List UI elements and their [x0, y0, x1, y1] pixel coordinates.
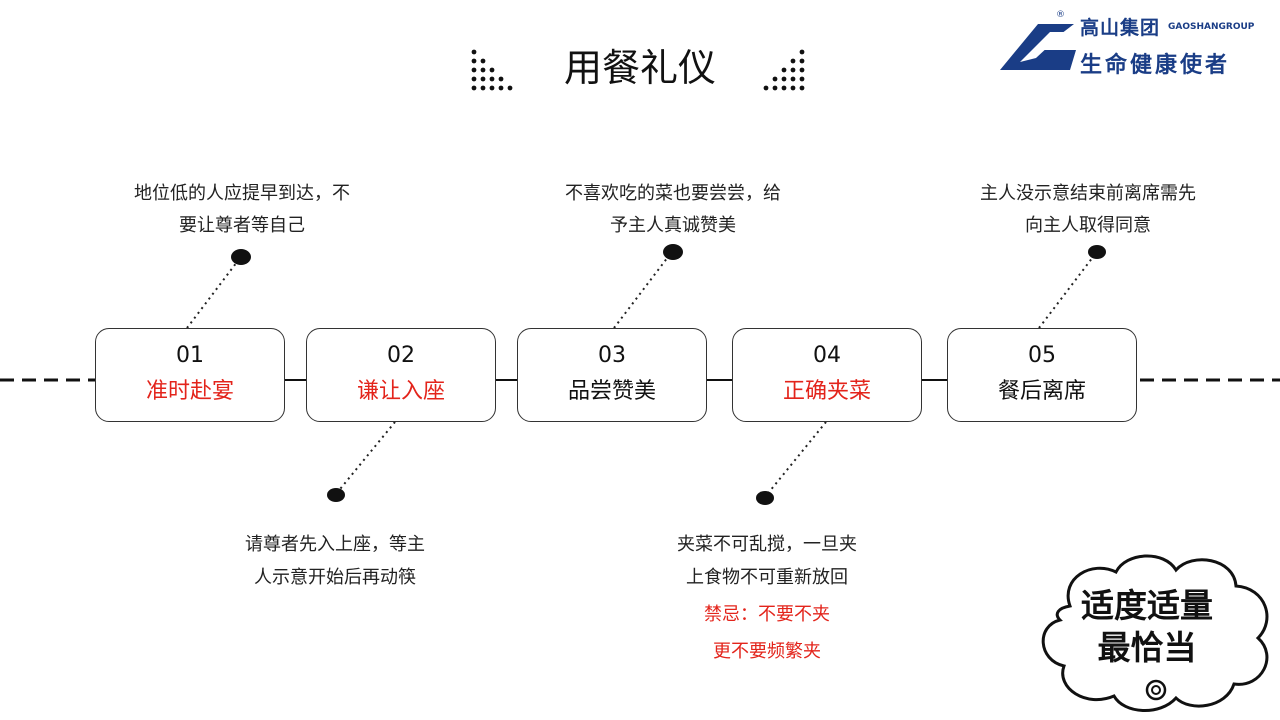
- logo-mark-icon: [1000, 24, 1076, 70]
- step-box-1: 01 准时赴宴: [95, 328, 285, 422]
- note-step-3: 不喜欢吃的菜也要尝尝，给 予主人真诚赞美: [543, 178, 803, 242]
- cloud-callout-shape: [1041, 554, 1269, 712]
- title-dot: [471, 49, 477, 55]
- leader-line-3: [613, 252, 672, 329]
- step-number: 04: [813, 343, 841, 368]
- title-dot: [471, 58, 477, 64]
- title-dot: [480, 58, 486, 64]
- leader-dot-2: [327, 488, 345, 502]
- step-box-2: 02 谦让入座: [306, 328, 496, 422]
- title-dot: [507, 85, 513, 91]
- title-dots-left: [471, 49, 513, 91]
- title-dot: [480, 76, 486, 82]
- title-dot: [471, 85, 477, 91]
- company-logo: ® 高山集团 GAOSHANGROUP 生命健康使者: [988, 10, 1268, 78]
- title-dot: [790, 58, 796, 64]
- leader-line-5: [1038, 252, 1097, 329]
- title-dot: [799, 76, 805, 82]
- note-line: 地位低的人应提早到达，不: [134, 183, 350, 204]
- note-line: 人示意开始后再动筷: [254, 567, 416, 588]
- leader-dot-4: [756, 491, 774, 505]
- title-dot: [799, 58, 805, 64]
- callout-line: 适度适量: [1081, 586, 1213, 625]
- title-dot: [772, 76, 778, 82]
- title-dot: [489, 85, 495, 91]
- logo-name-en: GAOSHANGROUP: [1168, 22, 1255, 32]
- title-dot: [790, 67, 796, 73]
- logo-name-cn: 高山集团: [1080, 17, 1161, 39]
- title-dot: [480, 85, 486, 91]
- warning-line: 更不要频繁夹: [713, 641, 821, 662]
- note-line: 主人没示意结束前离席需先: [980, 183, 1196, 204]
- title-dot: [781, 67, 787, 73]
- title-dot: [781, 76, 787, 82]
- title-dot: [799, 49, 805, 55]
- title-dot: [498, 85, 504, 91]
- step-name: 餐后离席: [997, 379, 1086, 404]
- step-number: 01: [176, 343, 204, 368]
- step-number: 03: [598, 343, 626, 368]
- cloud-callout-text: 适度适量 最恰当: [1062, 585, 1232, 669]
- title-dot: [498, 76, 504, 82]
- step-box-3: 03 品尝赞美: [517, 328, 707, 422]
- note-line: 予主人真诚赞美: [610, 215, 736, 236]
- title-dot: [489, 76, 495, 82]
- note-line: 请尊者先入上座，等主: [245, 534, 425, 555]
- title-dot: [471, 76, 477, 82]
- note-line: 不喜欢吃的菜也要尝尝，给: [565, 183, 781, 204]
- step-name: 品尝赞美: [567, 379, 656, 404]
- title-dot: [489, 67, 495, 73]
- title-dot: [790, 76, 796, 82]
- callout-line: 最恰当: [1097, 628, 1197, 667]
- leader-dot-5: [1088, 245, 1106, 259]
- leader-dot-1: [231, 249, 251, 265]
- title-dot: [799, 67, 805, 73]
- title-dot: [480, 67, 486, 73]
- step-name: 准时赴宴: [145, 379, 234, 404]
- title-dot: [781, 85, 787, 91]
- note-line: 上食物不可重新放回: [686, 567, 848, 588]
- title-dot: [471, 67, 477, 73]
- logo-slogan: 生命健康使者: [1080, 53, 1231, 78]
- leader-dot-3: [663, 244, 683, 260]
- note-step-5: 主人没示意结束前离席需先 向主人取得同意: [958, 178, 1218, 242]
- step-name: 谦让入座: [356, 379, 445, 404]
- title-dots-right: [763, 49, 805, 91]
- warning-line: 禁忌：不要不夹: [704, 604, 830, 625]
- leader-line-4: [764, 421, 827, 498]
- step-number: 05: [1028, 343, 1056, 368]
- title-dot: [799, 85, 805, 91]
- step-number: 02: [387, 343, 415, 368]
- title-dot: [763, 85, 769, 91]
- step-box-5: 05 餐后离席: [947, 328, 1137, 422]
- step-name: 正确夹菜: [782, 379, 871, 404]
- note-step-1: 地位低的人应提早到达，不 要让尊者等自己: [112, 178, 372, 242]
- page-title: 用餐礼仪: [563, 46, 716, 90]
- step-box-4: 04 正确夹菜: [732, 328, 922, 422]
- registered-mark: ®: [1056, 10, 1065, 20]
- note-line: 要让尊者等自己: [179, 215, 305, 236]
- note-line: 向主人取得同意: [1025, 215, 1151, 236]
- title-dot: [790, 85, 796, 91]
- leader-line-2: [335, 421, 396, 495]
- note-step-2: 请尊者先入上座，等主 人示意开始后再动筷: [210, 528, 460, 594]
- note-line: 夹菜不可乱搅，一旦夹: [677, 534, 857, 555]
- leader-line-1: [186, 257, 241, 329]
- note-step-4: 夹菜不可乱搅，一旦夹 上食物不可重新放回 禁忌：不要不夹 更不要频繁夹: [642, 528, 892, 668]
- title-dot: [772, 85, 778, 91]
